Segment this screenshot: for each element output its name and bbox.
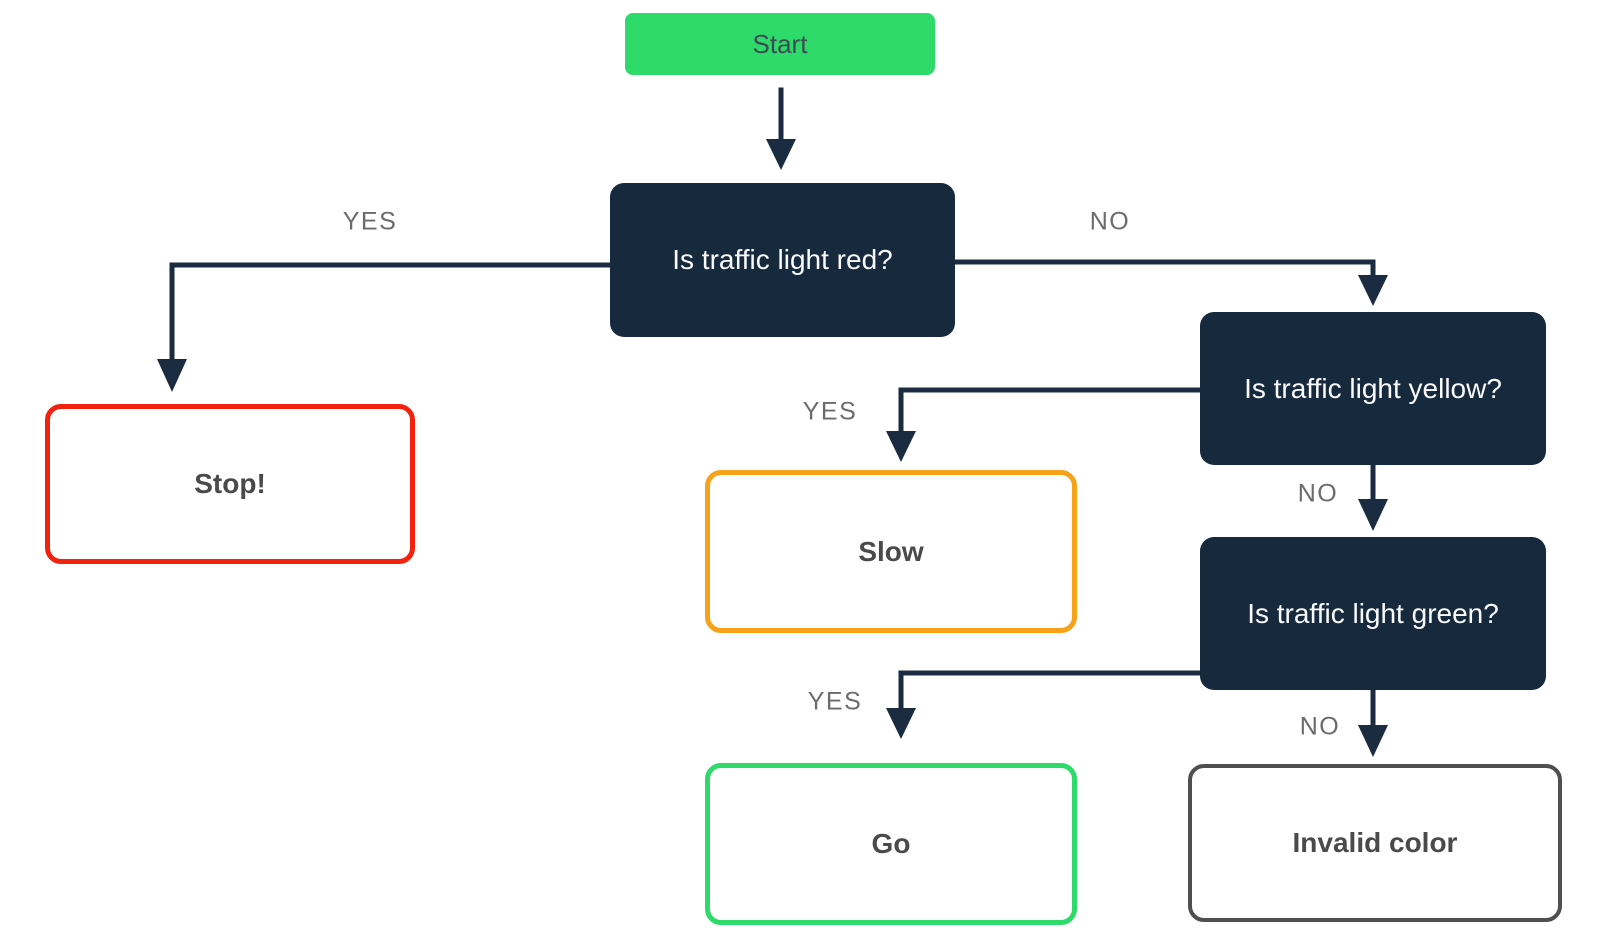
branch-label-red-yes: YES — [342, 207, 398, 236]
edge-green-yes — [898, 670, 1203, 710]
arrowhead-green-no — [1358, 725, 1388, 757]
arrowhead-start-to-red — [766, 139, 796, 170]
arrowhead-red-no — [1358, 275, 1388, 306]
node-invalid-color: Invalid color — [1188, 764, 1562, 922]
edge-red-no — [952, 259, 1376, 279]
arrowhead-red-yes — [157, 359, 187, 392]
node-question-yellow: Is traffic light yellow? — [1200, 312, 1546, 465]
arrowhead-yellow-no — [1358, 499, 1388, 531]
edge-yellow-yes — [898, 387, 1203, 433]
node-slow: Slow — [705, 470, 1077, 633]
arrowhead-green-yes — [886, 708, 916, 739]
branch-label-yellow-no: NO — [1297, 479, 1339, 508]
node-stop: Stop! — [45, 404, 415, 564]
node-question-red: Is traffic light red? — [610, 183, 955, 337]
branch-label-green-yes: YES — [807, 687, 863, 716]
node-go: Go — [705, 763, 1077, 925]
branch-label-yellow-yes: YES — [802, 397, 858, 426]
node-question-green: Is traffic light green? — [1200, 537, 1546, 690]
branch-label-red-no: NO — [1089, 207, 1131, 236]
arrowhead-yellow-yes — [886, 431, 916, 462]
branch-label-green-no: NO — [1299, 712, 1341, 741]
node-start: Start — [625, 13, 935, 75]
edge-red-yes — [169, 262, 613, 361]
